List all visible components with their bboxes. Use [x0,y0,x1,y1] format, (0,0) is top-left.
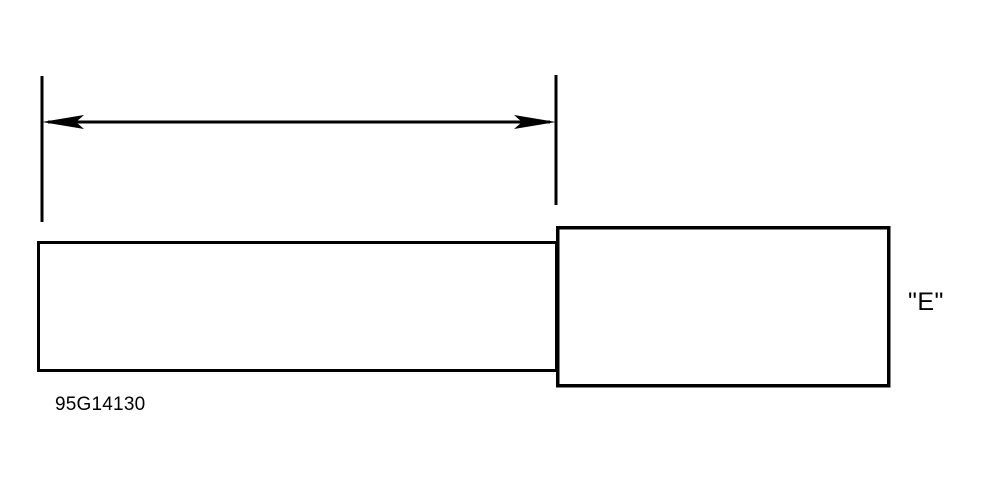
callout-e-label: "E" [908,288,944,316]
part-code-label: 95G14130 [55,394,145,415]
arrow-right-icon [514,115,556,129]
head-block-rectangle [556,226,891,388]
arrow-left-icon [42,115,84,129]
shaft-body-rectangle [37,241,558,372]
